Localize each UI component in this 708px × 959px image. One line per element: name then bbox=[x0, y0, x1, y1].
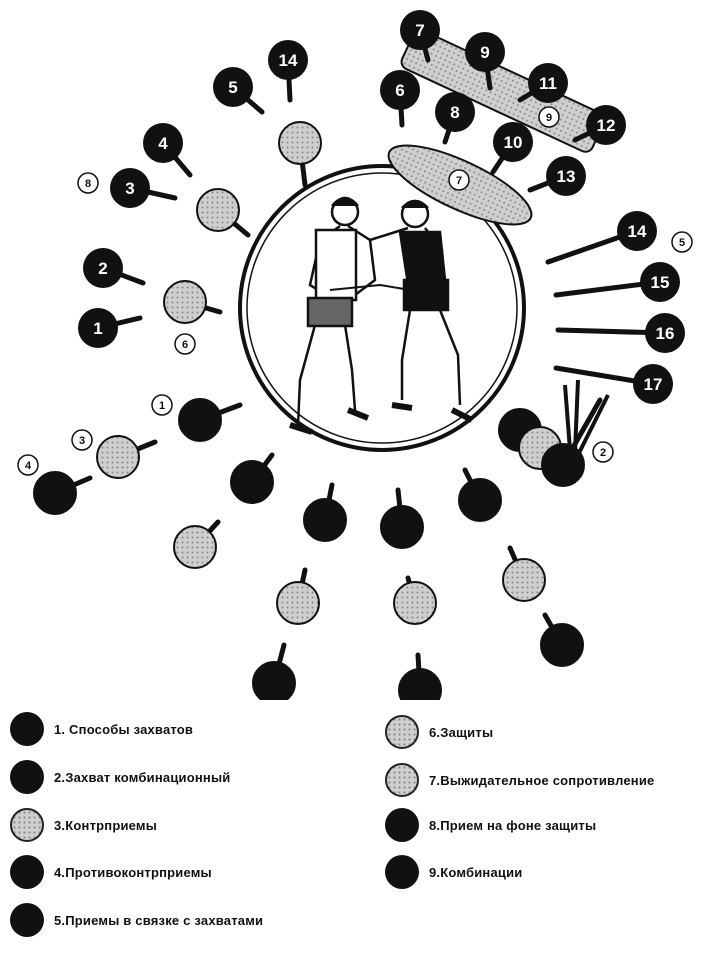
node-label: 10 bbox=[504, 133, 523, 152]
legend-item: 9.Комбинации bbox=[385, 855, 522, 889]
legend-label: 5.Приемы в связке с захватами bbox=[54, 913, 263, 928]
node-label: 13 bbox=[557, 167, 576, 186]
circled-label: 9 bbox=[546, 112, 552, 124]
black-node bbox=[231, 461, 273, 503]
legend-label: 3.Контрприемы bbox=[54, 818, 157, 833]
node-label: 7 bbox=[415, 21, 424, 40]
node-label: 17 bbox=[644, 375, 663, 394]
circled-label: 2 bbox=[600, 447, 606, 459]
legend-item: 4.Противоконтрприемы bbox=[10, 855, 212, 889]
black-node bbox=[253, 662, 295, 700]
node-label: 14 bbox=[628, 222, 647, 241]
legend-label: 1. Способы захватов bbox=[54, 722, 193, 737]
dotted-node bbox=[174, 526, 216, 568]
legend-swatch bbox=[385, 763, 419, 797]
black-node bbox=[459, 479, 501, 521]
legend: 1. Способы захватов 2.Захват комбинационн… bbox=[0, 700, 708, 959]
legend-label: 7.Выжидательное сопротивление bbox=[429, 773, 654, 788]
black-node bbox=[381, 506, 423, 548]
legend-item: 2.Захват комбинационный bbox=[10, 760, 230, 794]
circled-label: 5 bbox=[679, 237, 685, 249]
black-node bbox=[304, 499, 346, 541]
circled-label: 7 bbox=[456, 175, 462, 187]
black-node bbox=[179, 399, 221, 441]
black-node bbox=[34, 472, 76, 514]
node-label: 2 bbox=[98, 259, 107, 278]
node-label: 1 bbox=[93, 319, 102, 338]
legend-item: 7.Выжидательное сопротивление bbox=[385, 763, 654, 797]
legend-swatch bbox=[10, 855, 44, 889]
legend-item: 8.Прием на фоне защиты bbox=[385, 808, 596, 842]
circled-label: 6 bbox=[182, 339, 188, 351]
black-node bbox=[541, 624, 583, 666]
legend-label: 4.Противоконтрприемы bbox=[54, 865, 212, 880]
black-node bbox=[399, 669, 441, 700]
legend-swatch bbox=[385, 855, 419, 889]
dotted-node bbox=[97, 436, 139, 478]
legend-label: 8.Прием на фоне защиты bbox=[429, 818, 596, 833]
legend-swatch bbox=[385, 808, 419, 842]
node-label: 11 bbox=[539, 74, 557, 93]
dotted-node bbox=[394, 582, 436, 624]
legend-label: 2.Захват комбинационный bbox=[54, 770, 230, 785]
node-label: 9 bbox=[480, 43, 489, 62]
legend-label: 9.Комбинации bbox=[429, 865, 522, 880]
node-label: 15 bbox=[651, 273, 670, 292]
legend-swatch bbox=[10, 808, 44, 842]
node-label: 3 bbox=[125, 179, 134, 198]
legend-item: 6.Защиты bbox=[385, 715, 493, 749]
node-label: 14 bbox=[279, 51, 298, 70]
dotted-node bbox=[164, 281, 206, 323]
circled-label: 8 bbox=[85, 178, 91, 190]
node-label: 8 bbox=[450, 103, 459, 122]
dotted-node bbox=[197, 189, 239, 231]
legend-item: 5.Приемы в связке с захватами bbox=[10, 903, 263, 937]
node-label: 12 bbox=[597, 116, 616, 135]
node-label: 6 bbox=[395, 81, 404, 100]
legend-label: 6.Защиты bbox=[429, 725, 493, 740]
node-label: 4 bbox=[158, 134, 168, 153]
dotted-node bbox=[503, 559, 545, 601]
dotted-node bbox=[279, 122, 321, 164]
dotted-node bbox=[277, 582, 319, 624]
circled-label: 3 bbox=[79, 435, 85, 447]
legend-item: 1. Способы захватов bbox=[10, 712, 193, 746]
legend-swatch bbox=[10, 903, 44, 937]
node-label: 16 bbox=[656, 324, 675, 343]
black-node bbox=[542, 444, 584, 486]
node-label: 5 bbox=[228, 78, 237, 97]
legend-swatch bbox=[10, 760, 44, 794]
circled-label: 4 bbox=[25, 460, 32, 472]
legend-swatch bbox=[385, 715, 419, 749]
legend-item: 3.Контрприемы bbox=[10, 808, 157, 842]
circled-label: 1 bbox=[159, 400, 165, 412]
legend-swatch bbox=[10, 712, 44, 746]
